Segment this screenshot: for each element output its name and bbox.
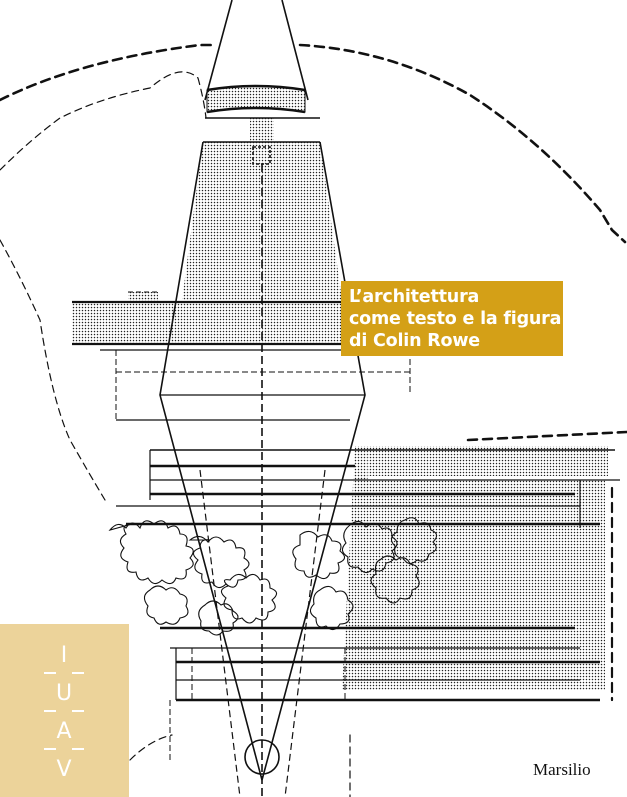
series-separator [44,710,84,712]
series-letter-v: V [56,757,72,782]
iuav-series-logo: I U A V [0,624,129,797]
series-letter-i: I [60,643,68,668]
book-title-line-1: L’architettura [349,287,480,307]
hatched-zones [72,85,608,690]
series-separator [44,748,84,750]
book-title-line-3: di Colin Rowe [349,331,480,351]
book-title-line-2: come testo e la figura [349,309,562,329]
title-box: L’architettura come testo e la figura di… [341,281,563,356]
series-letter-u: U [55,681,73,706]
site-boundaries [0,43,627,797]
terrace-lines [72,291,620,760]
tree-canopy-outlines [108,517,438,636]
publisher-name: Marsilio [533,760,591,779]
series-letter-a: A [56,719,72,744]
series-separator [44,672,84,674]
